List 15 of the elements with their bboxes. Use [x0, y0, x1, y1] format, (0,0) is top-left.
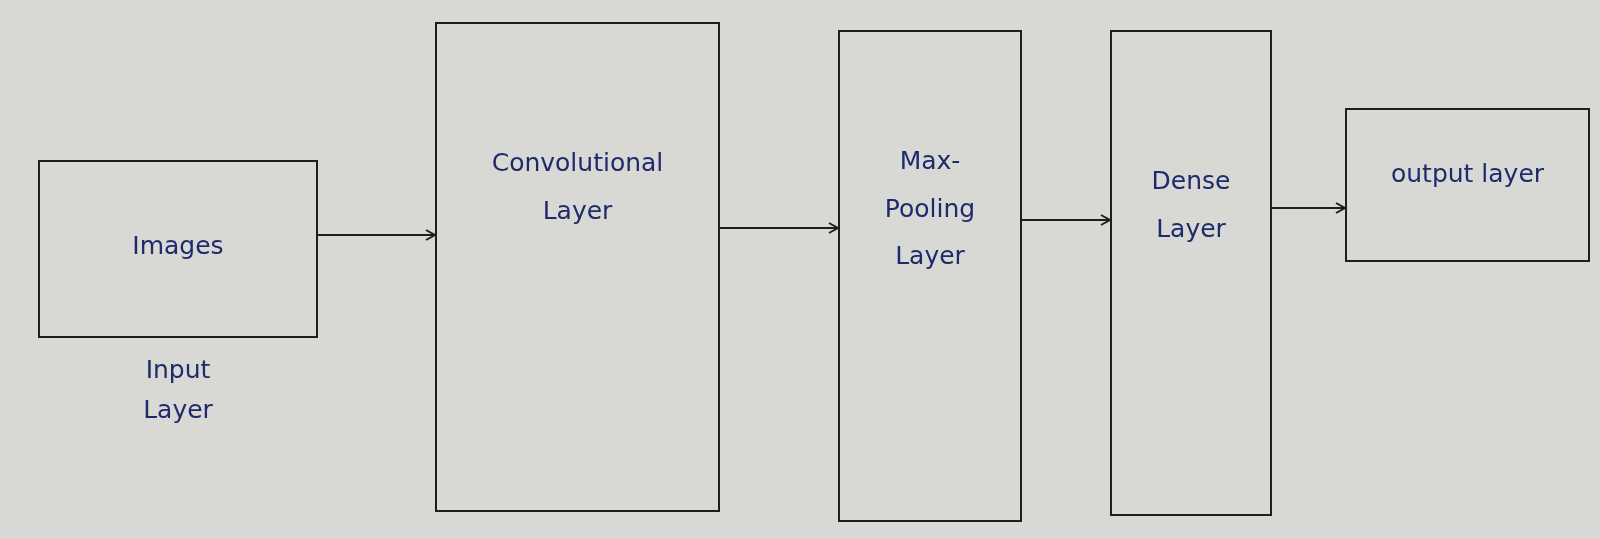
layer-label: Convolutional Layer [490, 147, 665, 227]
arrow [317, 229, 436, 241]
layer-label: Images [131, 230, 225, 262]
layer-box [38, 160, 318, 338]
arrow [1271, 202, 1346, 214]
layer-caption: Input Layer [142, 354, 214, 426]
layer-box [838, 30, 1022, 522]
layer-box [1345, 108, 1590, 262]
arrow [1021, 214, 1111, 226]
layer-label: Dense Layer [1150, 165, 1232, 245]
layer-label: output layer [1389, 158, 1546, 190]
layer-box [1110, 30, 1272, 516]
arrow [719, 222, 839, 234]
layer-box [435, 22, 720, 512]
layer-label: Max-Pooling Layer [883, 145, 977, 272]
